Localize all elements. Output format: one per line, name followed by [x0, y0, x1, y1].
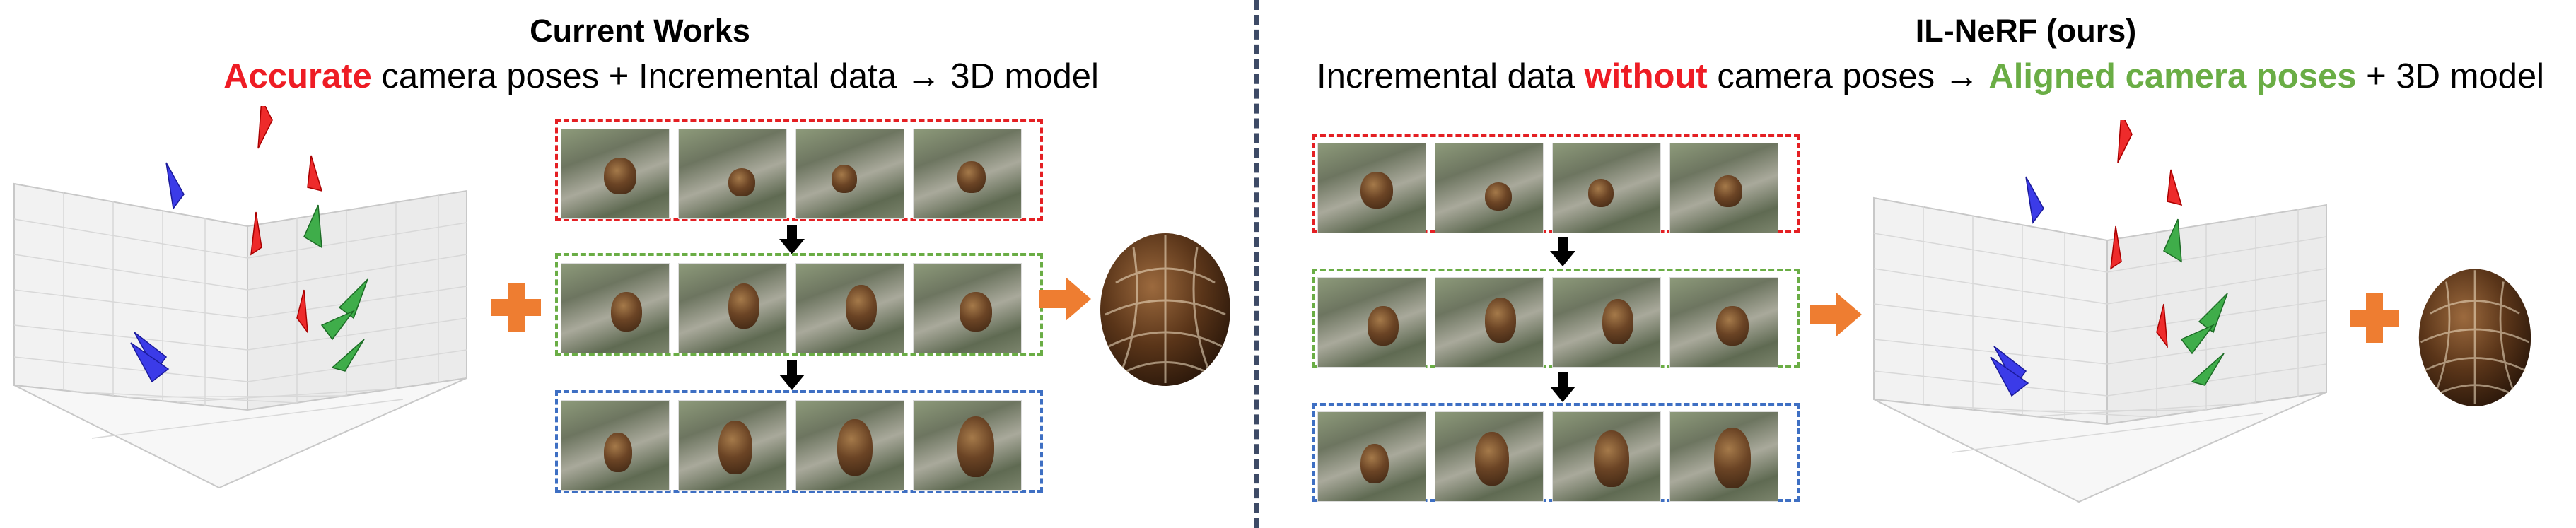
photo — [561, 129, 670, 219]
photo — [1317, 277, 1426, 368]
photo — [1669, 277, 1778, 368]
left-subtitle-rest: camera poses + Incremental data → 3D mod… — [371, 57, 1099, 95]
arrow-down-icon — [779, 225, 805, 254]
image-strip-right-1 — [1312, 134, 1800, 233]
photo — [1317, 143, 1426, 233]
photo — [913, 129, 1022, 219]
arrow-right-icon — [1810, 293, 1862, 336]
photo — [795, 400, 904, 491]
right-title: IL-NeRF (ours) — [1915, 13, 2137, 49]
left-subtitle: Accurate camera poses + Incremental data… — [191, 57, 1131, 96]
photo — [795, 129, 904, 219]
photo — [678, 400, 787, 491]
arrow-down-icon — [779, 360, 805, 390]
camera-pose-plot-right — [1873, 120, 2327, 503]
right-subtitle-b: camera poses → — [1707, 57, 1989, 95]
right-subtitle-a: Incremental data — [1316, 57, 1585, 95]
image-strip-2 — [555, 253, 1043, 356]
arrow-down-icon — [1550, 372, 1575, 402]
photo — [1552, 411, 1661, 502]
left-subtitle-accurate: Accurate — [223, 57, 372, 95]
image-strip-1 — [555, 119, 1043, 221]
photo — [1435, 143, 1544, 233]
photo — [1669, 411, 1778, 502]
photo — [561, 263, 670, 353]
pinecone-3d-model — [2418, 269, 2531, 406]
plus-icon — [491, 283, 541, 332]
left-title: Current Works — [530, 13, 750, 49]
photo — [1552, 143, 1661, 233]
camera-pose-plot-left — [13, 106, 467, 489]
photo — [1552, 277, 1661, 368]
image-strip-right-3 — [1312, 403, 1800, 502]
photo — [678, 263, 787, 353]
pinecone-3d-model — [1100, 233, 1230, 386]
right-subtitle: Incremental data without camera poses → … — [1294, 57, 2567, 96]
photo — [913, 263, 1022, 353]
right-subtitle-without: without — [1584, 57, 1708, 95]
photo — [913, 400, 1022, 491]
plus-icon — [2350, 293, 2399, 343]
photo — [1317, 411, 1426, 502]
arrow-down-icon — [1550, 237, 1575, 266]
photo — [561, 400, 670, 491]
right-subtitle-aligned: Aligned camera poses — [1988, 57, 2357, 95]
right-subtitle-c: + 3D model — [2356, 57, 2545, 95]
photo — [1435, 277, 1544, 368]
photo — [795, 263, 904, 353]
image-strip-right-2 — [1312, 269, 1800, 368]
image-strip-3 — [555, 390, 1043, 493]
photo — [1435, 411, 1544, 502]
arrow-right-icon — [1039, 277, 1091, 321]
section-divider — [1254, 0, 1259, 528]
photo — [1669, 143, 1778, 233]
photo — [678, 129, 787, 219]
